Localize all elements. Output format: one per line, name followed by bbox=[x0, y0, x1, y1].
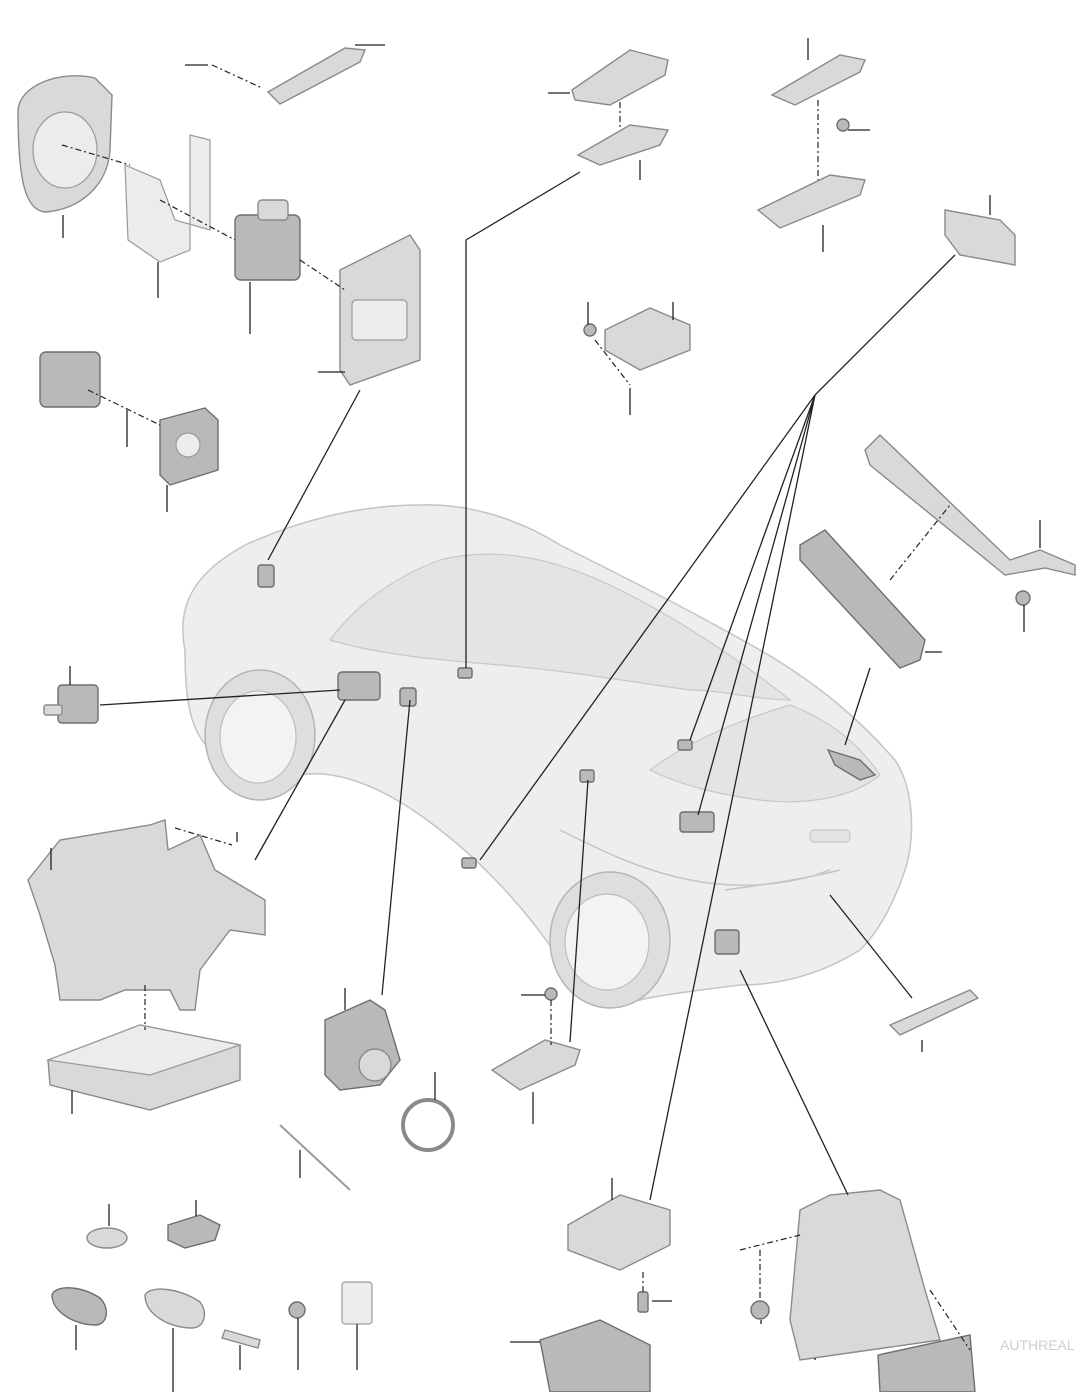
part-20-module bbox=[39, 351, 101, 408]
vehicle-illustration bbox=[182, 504, 913, 1009]
part-13-holder-top bbox=[576, 124, 670, 166]
watermark-text: AUTHREAL bbox=[1000, 1337, 1075, 1353]
part-27-bracket bbox=[124, 134, 211, 263]
part-35-nut bbox=[750, 1300, 770, 1320]
part-41-clip bbox=[288, 1301, 306, 1319]
part-2-holder bbox=[27, 819, 266, 1011]
part-8-battery bbox=[86, 1227, 128, 1249]
part-key-fob-2 bbox=[144, 1288, 206, 1329]
part-42-module bbox=[567, 1194, 671, 1271]
part-9-ignition bbox=[324, 999, 401, 1091]
part-25-rail bbox=[266, 47, 367, 105]
part-5-harness bbox=[864, 434, 1076, 576]
leader-lines bbox=[50, 38, 1041, 1392]
part-11-wire bbox=[279, 1124, 351, 1191]
on-vehicle-markers bbox=[257, 564, 877, 955]
part-16-antenna-top bbox=[770, 54, 866, 106]
part-10-ring bbox=[401, 1098, 455, 1152]
part-7-emergency-key bbox=[221, 1329, 261, 1349]
part-15-screw bbox=[544, 987, 558, 1001]
part-4-module bbox=[799, 529, 926, 669]
part-14-bracket bbox=[571, 49, 669, 106]
part-34-bracket bbox=[789, 1189, 941, 1361]
part-13-holder-right bbox=[756, 174, 866, 229]
part-40-plate bbox=[341, 1281, 373, 1325]
part-30-module bbox=[604, 307, 691, 371]
part-38-sensor bbox=[57, 684, 99, 724]
part-13-holder-bottom bbox=[490, 1039, 581, 1091]
part-16-antenna-right bbox=[944, 209, 1016, 266]
part-29-key-fob bbox=[51, 1287, 107, 1326]
part-23-module bbox=[234, 214, 301, 281]
part-18-screw bbox=[836, 118, 850, 132]
part-44-cover bbox=[539, 1319, 651, 1392]
part-43-connector bbox=[637, 1291, 649, 1313]
part-12-key bbox=[167, 1214, 221, 1249]
part-16-antenna-bottom bbox=[888, 989, 980, 1036]
